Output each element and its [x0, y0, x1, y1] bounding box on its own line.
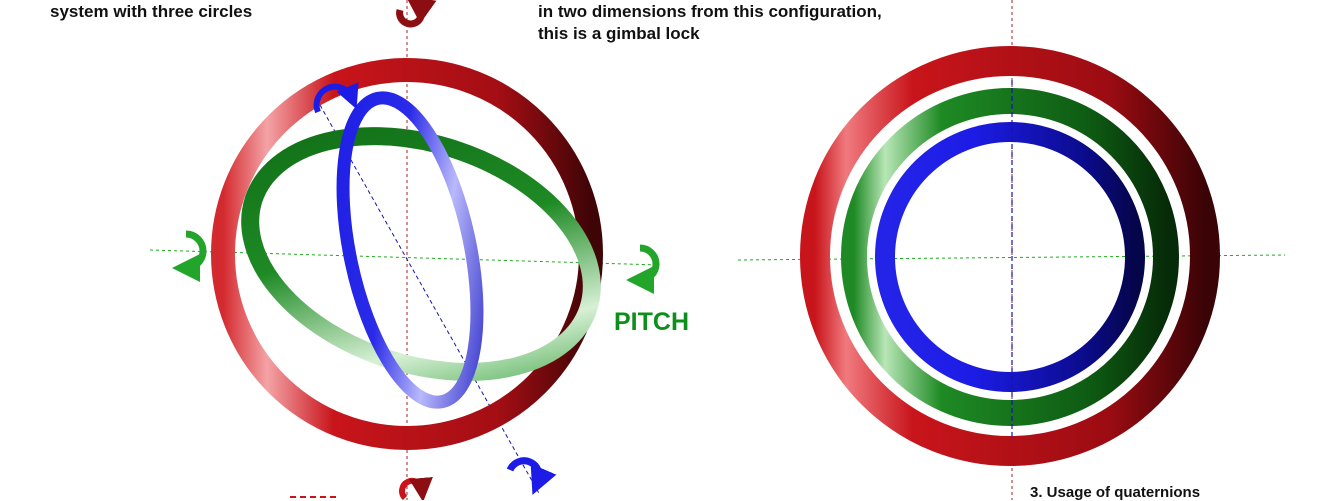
- right-green-ring: [841, 88, 1179, 426]
- caption-gimbal-lock: this is a gimbal lock: [538, 24, 700, 43]
- red-bottom-rotation-arrow: [399, 476, 433, 500]
- pitch-label: PITCH: [614, 308, 689, 336]
- caption-two-dimensions: in two dimensions from this configuratio…: [538, 2, 882, 21]
- green-right-rotation-arrow: [626, 244, 660, 294]
- right-gimbal-lock: [737, 0, 1286, 500]
- right-blue-ring: [875, 122, 1145, 392]
- blue-top-rotation-arrow: [313, 82, 359, 114]
- left-blue-ring: [336, 91, 484, 409]
- left-gimbal: [149, 0, 661, 500]
- red-top-rotation-arrow: [396, 0, 437, 28]
- green-left-rotation-arrow: [172, 230, 207, 282]
- right-red-ring: [800, 46, 1220, 466]
- caption-three-circles: system with three circles: [50, 2, 253, 21]
- caption-quaternions: 3. Usage of quaternions: [1030, 484, 1201, 501]
- blue-bottom-rotation-arrow: [506, 457, 557, 495]
- left-blue-axis: [319, 104, 541, 496]
